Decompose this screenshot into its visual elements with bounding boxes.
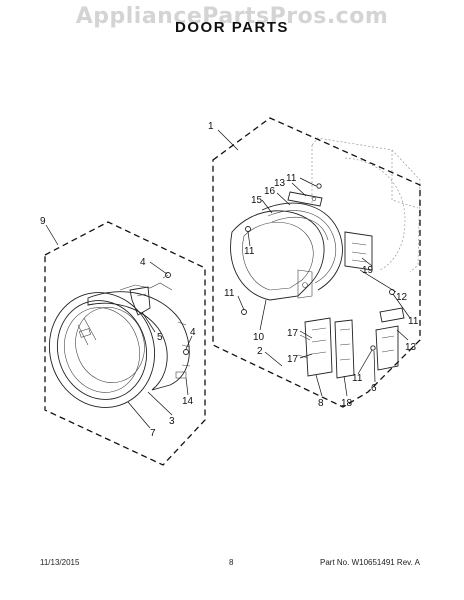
leader-lines (45, 129, 411, 429)
callout-13-right: 13 (405, 342, 417, 353)
door-assembly-box-left (44, 221, 206, 466)
door-assembly-box-right (212, 117, 421, 408)
callout-17-upper: 17 (287, 328, 299, 339)
footer-part-number: Part No. W10651491 Rev. A (320, 558, 420, 567)
callout-labels: 1 2 3 4 4 5 6 7 8 9 10 11 11 11 11 11 12… (40, 121, 419, 439)
callout-7: 7 (150, 428, 156, 439)
callout-1: 1 (208, 121, 214, 132)
callout-6: 6 (371, 383, 377, 394)
callout-11-ring: 11 (244, 246, 255, 257)
washer-cabinet (311, 137, 421, 273)
strike-plate (370, 307, 405, 371)
footer-page-number: 8 (229, 558, 234, 567)
door-glass (75, 307, 145, 383)
callout-10: 10 (253, 332, 265, 343)
callout-8: 8 (318, 398, 324, 409)
door-seal (261, 202, 343, 291)
screws-left (162, 272, 189, 355)
footer-date: 11/13/2015 (40, 558, 80, 567)
hinge-part (129, 286, 151, 316)
callout-11-right: 11 (408, 316, 419, 327)
callout-3: 3 (169, 416, 175, 427)
callout-16: 16 (264, 186, 276, 197)
door-latch-assembly (297, 317, 355, 379)
callout-17-lower: 17 (287, 354, 299, 365)
watermark: AppliancePartsPros.com (75, 4, 389, 29)
inner-door-frame (87, 282, 191, 391)
callout-11-top: 11 (286, 173, 297, 184)
callout-15: 15 (251, 195, 263, 206)
callout-4: 4 (140, 257, 146, 268)
hinge-bracket-top (287, 191, 323, 207)
callout-9: 9 (40, 216, 46, 227)
callout-11-left: 11 (224, 288, 235, 299)
callout-14: 14 (182, 396, 194, 407)
callout-19: 19 (362, 265, 374, 276)
decal-plate (344, 231, 373, 271)
page-title: DOOR PARTS (175, 19, 289, 36)
callout-4-lower: 4 (190, 327, 196, 338)
callout-12: 12 (396, 292, 408, 303)
outer-door-ring (48, 292, 156, 408)
callout-18: 18 (341, 398, 353, 409)
callout-13-top: 13 (274, 178, 286, 189)
callout-2: 2 (257, 346, 263, 357)
callout-11-bottom: 11 (352, 373, 363, 384)
callout-5: 5 (157, 332, 163, 343)
door-frame-ring (230, 210, 325, 301)
